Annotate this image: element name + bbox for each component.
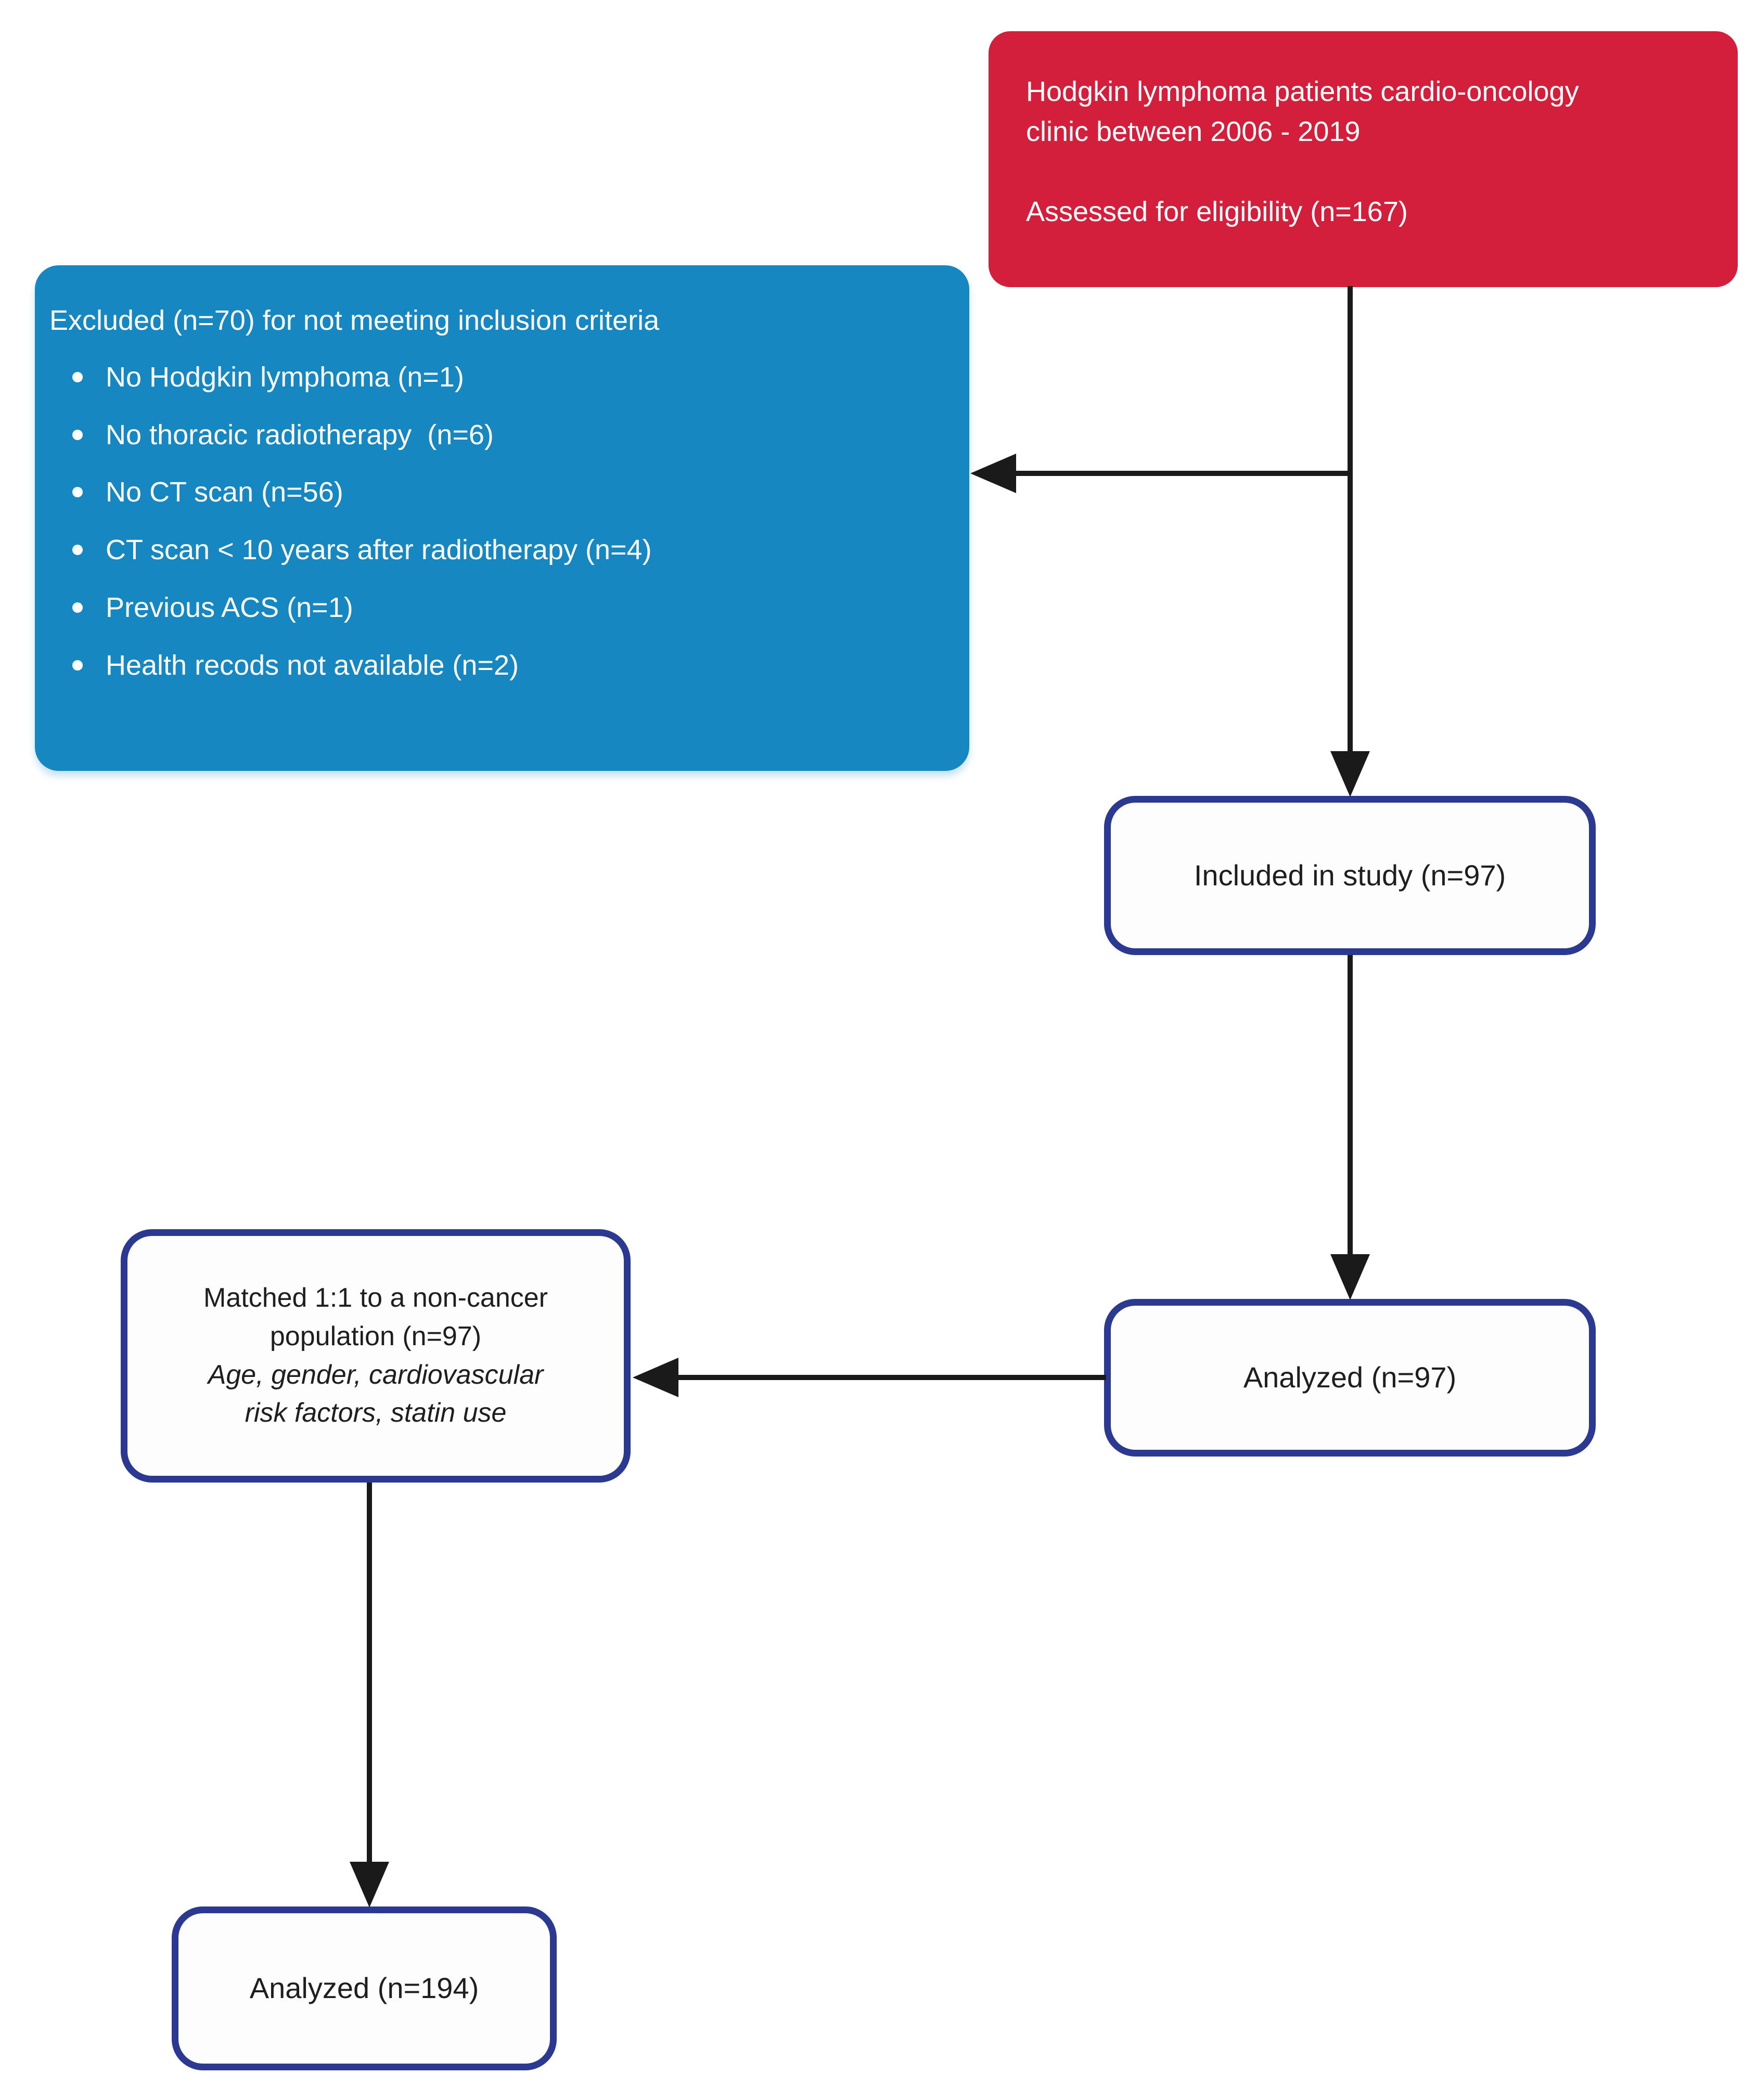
included-in-study-box: Included in study (n=97) xyxy=(1104,796,1596,955)
connector-matched-to-analyzed194 xyxy=(367,1483,372,1862)
exclusion-item: CT scan < 10 years after radiotherapy (n… xyxy=(49,533,948,567)
connector-branch-to-exclusion xyxy=(1012,471,1353,476)
eligibility-box: Hodgkin lymphoma patients cardio-oncolog… xyxy=(989,31,1738,287)
exclusion-item-label: Health recods not available (n=2) xyxy=(106,649,519,681)
exclusion-item-label: Previous ACS (n=1) xyxy=(106,591,353,623)
connector-eligibility-to-included xyxy=(1348,286,1353,757)
bullet-icon xyxy=(72,487,83,498)
bullet-icon xyxy=(72,371,83,382)
analyzed-194-box: Analyzed (n=194) xyxy=(172,1906,557,2070)
included-in-study-label: Included in study (n=97) xyxy=(1194,858,1506,892)
matching-criteria-label: Age, gender, cardiovascular risk factors,… xyxy=(208,1356,544,1433)
text-line: Matched 1:1 to a non-cancer xyxy=(203,1282,548,1313)
exclusion-item-label: No Hodgkin lymphoma (n=1) xyxy=(106,361,464,393)
connector-analyzed97-to-matched xyxy=(674,1375,1106,1380)
matched-population-label: Matched 1:1 to a non-cancer population (n… xyxy=(203,1279,548,1356)
connector-included-to-analyzed97 xyxy=(1348,955,1353,1259)
analyzed-194-label: Analyzed (n=194) xyxy=(249,1972,479,2005)
exclusion-item: No thoracic radiotherapy (n=6) xyxy=(49,418,948,452)
text-line: Hodgkin lymphoma patients cardio-oncolog… xyxy=(1026,76,1579,107)
exclusion-title: Excluded (n=70) for not meeting inclusio… xyxy=(49,305,660,336)
text-line: Age, gender, cardiovascular xyxy=(208,1359,544,1390)
analyzed-97-label: Analyzed (n=97) xyxy=(1243,1361,1457,1394)
exclusion-item: Health recods not available (n=2) xyxy=(49,649,948,682)
arrowhead-left-exclusion-icon xyxy=(970,454,1016,493)
arrowhead-down-analyzed97-icon xyxy=(1330,1254,1370,1300)
exclusion-item: No CT scan (n=56) xyxy=(49,475,948,509)
arrowhead-left-matched-icon xyxy=(633,1358,678,1397)
exclusion-item: Previous ACS (n=1) xyxy=(49,591,948,625)
text-line: clinic between 2006 - 2019 xyxy=(1026,115,1361,147)
text-line: risk factors, statin use xyxy=(245,1398,507,1428)
exclusion-item: No Hodgkin lymphoma (n=1) xyxy=(49,360,948,394)
bullet-icon xyxy=(72,429,83,440)
eligibility-title: Hodgkin lymphoma patients cardio-oncolog… xyxy=(1026,72,1704,151)
bullet-icon xyxy=(72,660,83,671)
matched-population-box: Matched 1:1 to a non-cancer population (n… xyxy=(121,1229,631,1483)
exclusion-list: No Hodgkin lymphoma (n=1) No thoracic rad… xyxy=(49,360,948,682)
exclusion-item-label: No thoracic radiotherapy (n=6) xyxy=(106,419,494,450)
assessed-for-eligibility-text: Assessed for eligibility (n=167) xyxy=(1026,196,1408,228)
exclusion-item-label: CT scan < 10 years after radiotherapy (n… xyxy=(106,534,652,566)
arrowhead-down-included-icon xyxy=(1330,751,1370,797)
bullet-icon xyxy=(72,545,83,556)
exclusion-item-label: No CT scan (n=56) xyxy=(106,476,343,508)
text-line: population (n=97) xyxy=(270,1321,482,1351)
exclusion-box: Excluded (n=70) for not meeting inclusio… xyxy=(35,265,969,771)
bullet-icon xyxy=(72,602,83,613)
arrowhead-down-analyzed194-icon xyxy=(350,1862,389,1908)
analyzed-97-box: Analyzed (n=97) xyxy=(1104,1299,1596,1457)
